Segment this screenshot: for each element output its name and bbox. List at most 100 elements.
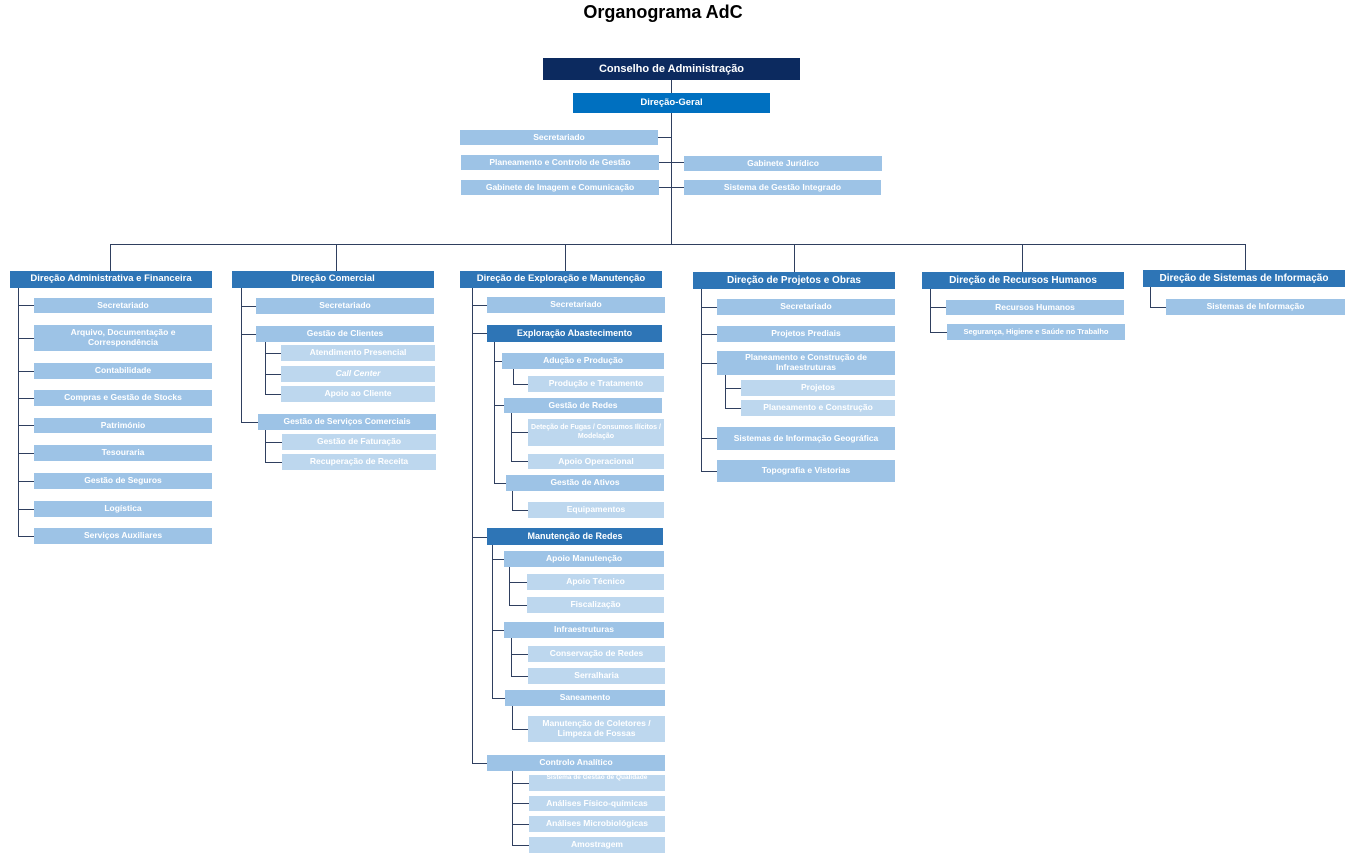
subunit-box: Serralharia [528,668,665,684]
unit-box: Secretariado [256,298,434,314]
unit-box: Planeamento e Construção de Infraestrutu… [717,351,895,375]
connector-line [110,244,111,271]
unit-box: Topografia e Vistorias [717,460,895,482]
subunit-box: Deteção de Fugas / Consumos Ilícitos / M… [528,419,664,446]
connector-line [472,333,487,334]
connector-line [794,244,795,272]
unit-box: Compras e Gestão de Stocks [34,390,212,406]
connector-line [492,630,504,631]
subunit-box: Apoio ao Cliente [281,386,435,402]
connector-line [725,375,726,409]
connector-line [336,244,337,271]
connector-line [494,483,506,484]
connector-line [509,567,510,606]
connector-line [472,537,487,538]
connector-line [511,432,528,433]
connector-line [265,430,266,463]
connector-line [512,491,513,511]
subunit-box: Sistema de Gestão de Qualidade [529,774,665,791]
connector-line [701,307,717,308]
subunit-box: Planeamento e Construção [741,400,895,416]
connector-line [930,307,946,308]
connector-line [18,536,34,537]
chart-title: Organograma AdC [583,2,743,22]
connector-line [565,244,566,271]
connector-line [511,461,528,462]
connector-line [701,438,717,439]
connector-line [265,442,282,443]
connector-line [241,306,256,307]
connector-line [492,698,505,699]
connector-line [492,545,493,699]
staff-planeamento-controlo: Planeamento e Controlo de Gestão [461,155,659,170]
unit-box: Segurança, Higiene e Saúde no Trabalho [947,324,1125,340]
connector-line [659,187,671,188]
unit-box: Saneamento [505,690,665,706]
connector-line [265,353,281,354]
connector-line [671,162,684,163]
subunit-box: Gestão de Faturação [282,434,436,450]
unit-box: Sistemas de Informação Geográfica [717,427,895,450]
subunit-box: Manutenção de Coletores / Limpeza de Fos… [528,716,665,742]
connector-line [701,471,717,472]
subunit-box: Produção e Tratamento [528,376,664,392]
unit-box: Apoio Manutenção [504,551,664,567]
subunit-box: Atendimento Presencial [281,345,435,361]
connector-line [18,288,19,537]
connector-line [512,783,529,784]
unit-box: Secretariado [717,299,895,315]
general-direction-box: Direção-Geral [573,93,770,113]
unit-box: Adução e Produção [502,353,664,369]
connector-line [472,305,487,306]
connector-line [241,288,242,423]
unit-box: Secretariado [34,298,212,313]
connector-line [725,388,741,389]
connector-line [658,137,671,138]
connector-line [265,342,266,395]
unit-box: Património [34,418,212,433]
connector-line [18,425,34,426]
connector-line [509,582,527,583]
connector-line [18,453,34,454]
connector-line [725,408,741,409]
direction-admin-financeira: Direção Administrativa e Financeira [10,271,212,288]
connector-line [512,803,529,804]
staff-gabinete-juridico: Gabinete Jurídico [684,156,882,171]
subunit-box: Conservação de Redes [528,646,665,662]
unit-box: Tesouraria [34,445,212,461]
connector-line [701,363,717,364]
unit-box: Gestão de Redes [504,398,662,413]
staff-secretariado: Secretariado [460,130,658,145]
subunit-box: Recuperação de Receita [282,454,436,470]
unit-box: Gestão de Ativos [506,475,664,491]
subunit-box: Análises Microbiológicas [529,816,665,832]
unit-box: Serviços Auxiliares [34,528,212,544]
connector-line [18,371,34,372]
connector-line [265,394,281,395]
connector-line [18,481,34,482]
connector-line [511,413,512,462]
connector-line [18,398,34,399]
connector-line [509,605,527,606]
direction-sistemas-informacao: Direção de Sistemas de Informação [1143,270,1345,287]
connector-line [512,510,528,511]
unit-box: Logística [34,501,212,517]
connector-line [494,342,495,484]
connector-line [512,706,513,730]
connector-line [511,638,512,677]
unit-box: Contabilidade [34,363,212,379]
connector-line [241,422,258,423]
connector-line [265,462,282,463]
connector-line [494,405,504,406]
direction-comercial: Direção Comercial [232,271,434,288]
direction-exploracao-manutencao: Direção de Exploração e Manutenção [460,271,662,288]
subunit-box: Análises Físico-químicas [529,796,665,811]
subunit-box: Call Center [281,366,435,382]
connector-line [18,509,34,510]
connector-line [671,187,684,188]
connector-line [18,338,34,339]
connector-line [18,305,34,306]
connector-line [265,374,281,375]
unit-box: Recursos Humanos [946,300,1124,315]
unit-box: Infraestruturas [504,622,664,638]
